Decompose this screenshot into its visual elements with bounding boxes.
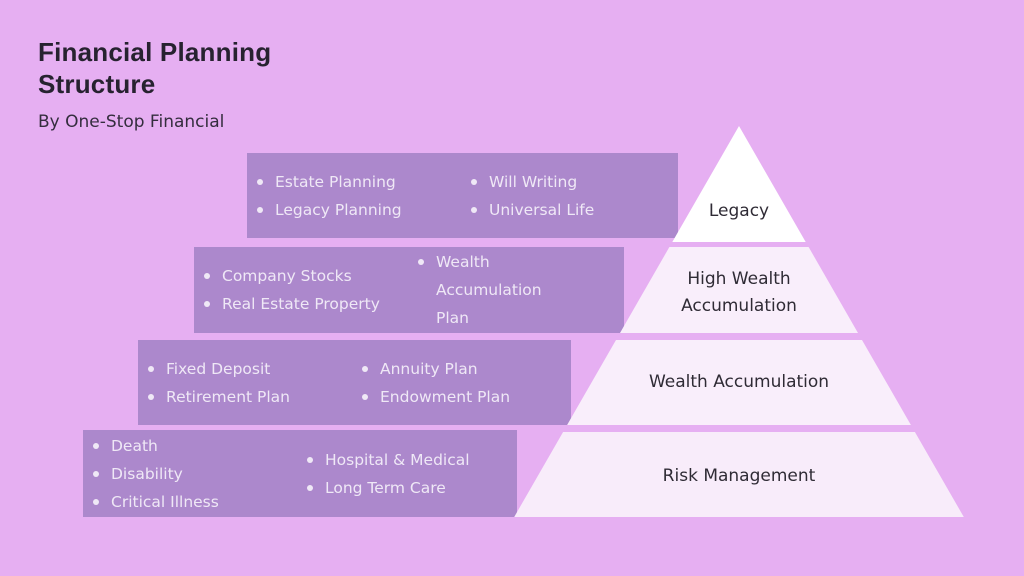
list-item: Endowment Plan — [362, 383, 571, 411]
bullet-icon — [471, 178, 477, 185]
list-item-label: Estate Planning — [275, 172, 396, 191]
list-item: Retirement Plan — [148, 383, 362, 411]
items-column: Will Writing Universal Life — [471, 168, 678, 224]
list-item-label: Real Estate Property — [222, 295, 380, 313]
list-item: Critical Illness — [93, 488, 307, 516]
list-item: Hospital & Medical — [307, 446, 517, 474]
bullet-icon — [257, 206, 263, 213]
list-item-label: Death — [111, 436, 158, 455]
page-subtitle: By One-Stop Financial — [38, 112, 225, 132]
list-item-label: Hospital & Medical — [325, 450, 470, 469]
list-item-label: Universal Life — [489, 200, 595, 219]
list-item: Universal Life — [471, 196, 678, 224]
list-item-label: Annuity Plan — [380, 359, 478, 378]
bullet-icon — [307, 484, 313, 491]
list-item: Disability — [93, 460, 307, 488]
list-item-label: Will Writing — [489, 172, 578, 191]
pyramid-level-3-label: Wealth Accumulation — [648, 372, 830, 392]
bullet-icon — [204, 301, 210, 307]
list-item: Company Stocks — [204, 262, 418, 290]
list-item: Will Writing — [471, 168, 678, 196]
items-box-risk: Death Disability Critical Illness Hospit… — [83, 430, 517, 517]
items-box-high-wealth: Company Stocks Real Estate Property Weal… — [194, 247, 624, 333]
list-item: Real Estate Property — [204, 290, 418, 318]
bullet-icon — [93, 498, 99, 505]
items-column: Death Disability Critical Illness — [93, 432, 307, 516]
bullet-icon — [148, 365, 154, 372]
list-item-label: Legacy Planning — [275, 200, 402, 219]
bullet-icon — [204, 273, 210, 279]
items-box-legacy: Estate Planning Legacy Planning Will Wri… — [247, 153, 678, 238]
items-column: Hospital & Medical Long Term Care — [307, 446, 517, 502]
pyramid-level-2-label: High Wealth Accumulation — [681, 269, 797, 316]
list-item-label: Retirement Plan — [166, 387, 290, 406]
list-item-label: Critical Illness — [111, 492, 219, 511]
bullet-icon — [418, 259, 424, 265]
pyramid-level-4-label: Risk Management — [662, 466, 816, 486]
items-column: Company Stocks Real Estate Property — [204, 262, 418, 318]
bullet-icon — [93, 470, 99, 477]
list-item: Death — [93, 432, 307, 460]
list-item: Long Term Care — [307, 474, 517, 502]
pyramid-level-1-label: Legacy — [708, 201, 770, 221]
bullet-icon — [93, 442, 99, 449]
items-column: Wealth Accumulation Plan — [418, 248, 624, 332]
items-column: Fixed Deposit Retirement Plan — [148, 355, 362, 411]
items-box-wealth: Fixed Deposit Retirement Plan Annuity Pl… — [138, 340, 571, 425]
items-column: Annuity Plan Endowment Plan — [362, 355, 571, 411]
list-item-label: Fixed Deposit — [166, 359, 271, 378]
list-item-label: Disability — [111, 464, 183, 483]
list-item: Wealth Accumulation Plan — [418, 248, 624, 332]
list-item-label: Company Stocks — [222, 267, 352, 285]
bullet-icon — [362, 393, 368, 400]
bullet-icon — [148, 393, 154, 400]
list-item: Estate Planning — [257, 168, 471, 196]
page-title-line1: Financial Planning — [38, 37, 272, 67]
page-title-line2: Structure — [38, 69, 156, 99]
list-item-label: Long Term Care — [325, 478, 446, 497]
bullet-icon — [362, 365, 368, 372]
bullet-icon — [471, 206, 477, 213]
bullet-icon — [307, 456, 313, 463]
list-item-label: Wealth Accumulation Plan — [436, 253, 542, 327]
list-item-label: Endowment Plan — [380, 387, 511, 406]
bullet-icon — [257, 178, 263, 185]
list-item: Annuity Plan — [362, 355, 571, 383]
list-item: Fixed Deposit — [148, 355, 362, 383]
list-item: Legacy Planning — [257, 196, 471, 224]
items-column: Estate Planning Legacy Planning — [257, 168, 471, 224]
